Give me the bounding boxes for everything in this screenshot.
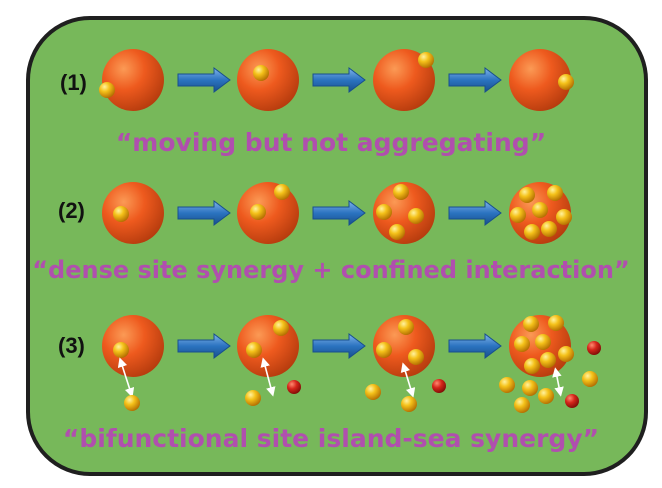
support-sphere <box>102 49 164 111</box>
panel-background <box>26 16 648 476</box>
double-headed-arrow-icon <box>400 362 416 398</box>
metal-site-sphere <box>245 390 261 406</box>
row-1-caption: “moving but not aggregating” <box>115 128 547 157</box>
second-site-sphere <box>287 380 301 394</box>
metal-site-sphere <box>523 316 539 332</box>
double-headed-arrow-icon <box>117 357 135 398</box>
arrow-right-icon <box>177 333 231 359</box>
metal-site-sphere <box>99 82 115 98</box>
metal-site-sphere <box>124 395 140 411</box>
metal-site-sphere <box>408 349 424 365</box>
arrow-right-icon <box>448 200 502 226</box>
second-site-sphere <box>432 379 446 393</box>
metal-site-sphere <box>253 65 269 81</box>
metal-site-sphere <box>540 352 556 368</box>
row-3-label: (3) <box>58 333 85 358</box>
metal-site-sphere <box>538 388 554 404</box>
metal-site-sphere <box>548 315 564 331</box>
metal-site-sphere <box>514 397 530 413</box>
support-sphere <box>373 182 435 244</box>
metal-site-sphere <box>376 204 392 220</box>
metal-site-sphere <box>499 377 515 393</box>
metal-site-sphere <box>393 184 409 200</box>
metal-site-sphere <box>418 52 434 68</box>
arrow-right-icon <box>312 67 366 93</box>
row-3-caption: “bifunctional site island-sea synergy” <box>62 424 600 453</box>
arrow-right-icon <box>177 67 231 93</box>
support-sphere <box>102 182 164 244</box>
support-sphere <box>237 49 299 111</box>
row-1-label: (1) <box>60 70 87 95</box>
arrow-right-icon <box>177 200 231 226</box>
metal-site-sphere <box>250 204 266 220</box>
metal-site-sphere <box>113 206 129 222</box>
metal-site-sphere <box>524 224 540 240</box>
metal-site-sphere <box>376 342 392 358</box>
support-sphere <box>102 315 164 377</box>
second-site-sphere <box>565 394 579 408</box>
metal-site-sphere <box>522 380 538 396</box>
metal-site-sphere <box>582 371 598 387</box>
double-headed-arrow-icon <box>552 367 564 397</box>
metal-site-sphere <box>558 346 574 362</box>
metal-site-sphere <box>398 319 414 335</box>
metal-site-sphere <box>113 342 129 358</box>
metal-site-sphere <box>541 221 557 237</box>
metal-site-sphere <box>274 184 290 200</box>
arrow-right-icon <box>312 200 366 226</box>
metal-site-sphere <box>408 208 424 224</box>
metal-site-sphere <box>510 207 526 223</box>
metal-site-sphere <box>514 336 530 352</box>
arrow-right-icon <box>448 333 502 359</box>
support-sphere <box>237 315 299 377</box>
metal-site-sphere <box>558 74 574 90</box>
metal-site-sphere <box>547 185 563 201</box>
metal-site-sphere <box>535 334 551 350</box>
support-sphere <box>509 49 571 111</box>
metal-site-sphere <box>524 358 540 374</box>
row-2-caption: “dense site synergy + confined interacti… <box>32 256 630 284</box>
metal-site-sphere <box>365 384 381 400</box>
metal-site-sphere <box>401 396 417 412</box>
double-headed-arrow-icon <box>260 357 276 397</box>
metal-site-sphere <box>246 342 262 358</box>
arrow-right-icon <box>312 333 366 359</box>
second-site-sphere <box>587 341 601 355</box>
metal-site-sphere <box>389 224 405 240</box>
row-2-label: (2) <box>58 198 85 223</box>
metal-site-sphere <box>519 187 535 203</box>
arrow-right-icon <box>448 67 502 93</box>
metal-site-sphere <box>532 202 548 218</box>
metal-site-sphere <box>556 209 572 225</box>
metal-site-sphere <box>273 320 289 336</box>
